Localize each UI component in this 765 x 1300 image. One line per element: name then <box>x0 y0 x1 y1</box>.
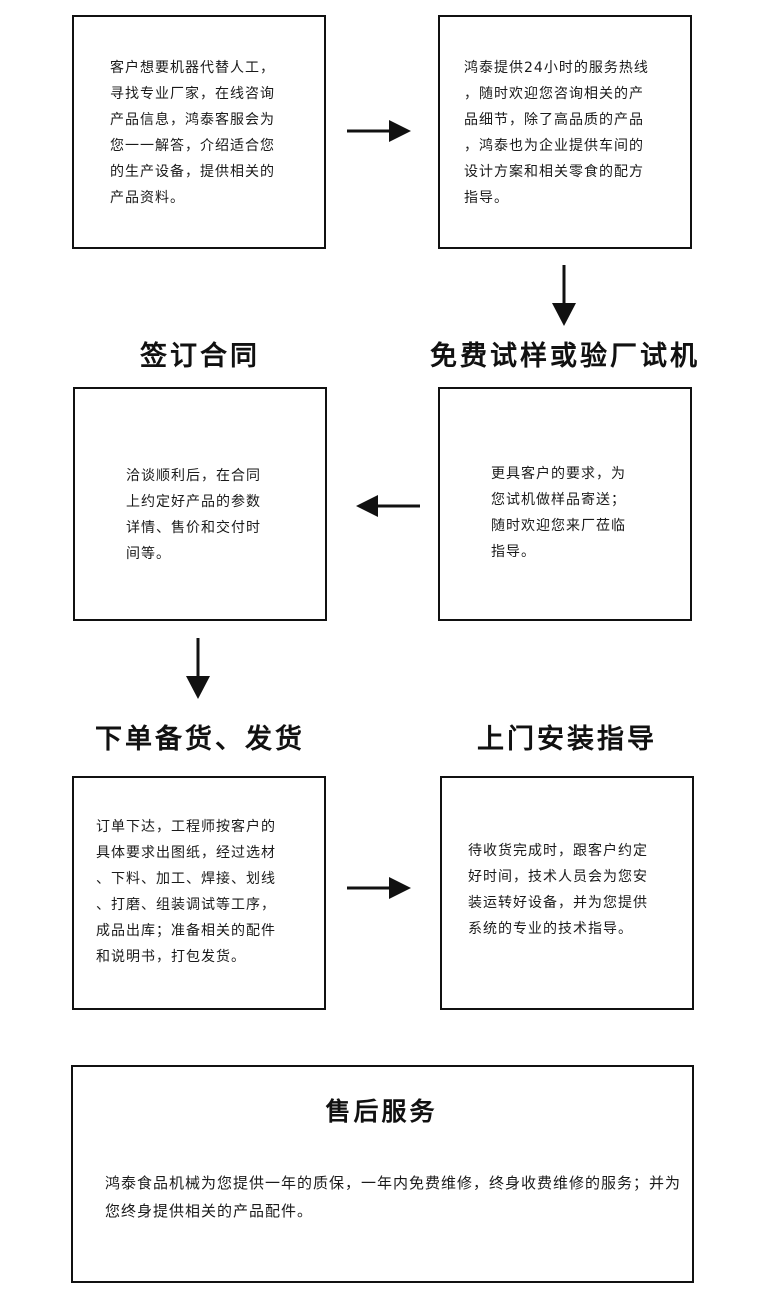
install-text: 待收货完成时，跟客户约定 好时间，技术人员会为您安 装运转好设备，并为您提供 系… <box>468 843 648 937</box>
contract-box: 洽谈顺利后，在合同 上约定好产品的参数 详情、售价和交付时 间等。 <box>73 387 327 621</box>
arrow-right-2 <box>347 877 411 899</box>
consult-text: 客户想要机器代替人工， 寻找专业厂家，在线咨询 产品信息，鸿泰客服会为 您一一解… <box>110 60 275 206</box>
shipping-title: 下单备货、发货 <box>95 724 305 755</box>
arrow-right-1 <box>347 120 411 142</box>
aftersales-text: 鸿泰食品机械为您提供一年的质保，一年内免费维修，终身收费维修的服务；并为您终身提… <box>105 1174 682 1220</box>
hotline-box: 鸿泰提供24小时的服务热线 ，随时欢迎您咨询相关的产 品细节，除了高品质的产品 … <box>438 15 692 249</box>
consult-box: 客户想要机器代替人工， 寻找专业厂家，在线咨询 产品信息，鸿泰客服会为 您一一解… <box>72 15 326 249</box>
install-title: 上门安装指导 <box>477 724 657 755</box>
aftersales-title: 售后服务 <box>325 1097 438 1126</box>
hotline-text: 鸿泰提供24小时的服务热线 ，随时欢迎您咨询相关的产 品细节，除了高品质的产品 … <box>464 60 649 206</box>
arrow-down-2 <box>186 638 210 699</box>
trial-box: 更具客户的要求，为 您试机做样品寄送； 随时欢迎您来厂莅临 指导。 <box>438 387 692 621</box>
aftersales-box: 售后服务 鸿泰食品机械为您提供一年的质保，一年内免费维修，终身收费维修的服务；并… <box>71 1065 694 1283</box>
arrow-left-1 <box>356 495 420 517</box>
trial-title: 免费试样或验厂试机 <box>430 341 700 372</box>
install-box: 待收货完成时，跟客户约定 好时间，技术人员会为您安 装运转好设备，并为您提供 系… <box>440 776 694 1010</box>
contract-text: 洽谈顺利后，在合同 上约定好产品的参数 详情、售价和交付时 间等。 <box>126 468 261 562</box>
arrow-down-1 <box>552 265 576 326</box>
shipping-text: 订单下达，工程师按客户的 具体要求出图纸，经过选材 、下料、加工、焊接、划线 、… <box>96 819 276 965</box>
trial-text: 更具客户的要求，为 您试机做样品寄送； 随时欢迎您来厂莅临 指导。 <box>491 466 626 560</box>
shipping-box: 订单下达，工程师按客户的 具体要求出图纸，经过选材 、下料、加工、焊接、划线 、… <box>72 776 326 1010</box>
contract-title: 签订合同 <box>140 341 260 372</box>
